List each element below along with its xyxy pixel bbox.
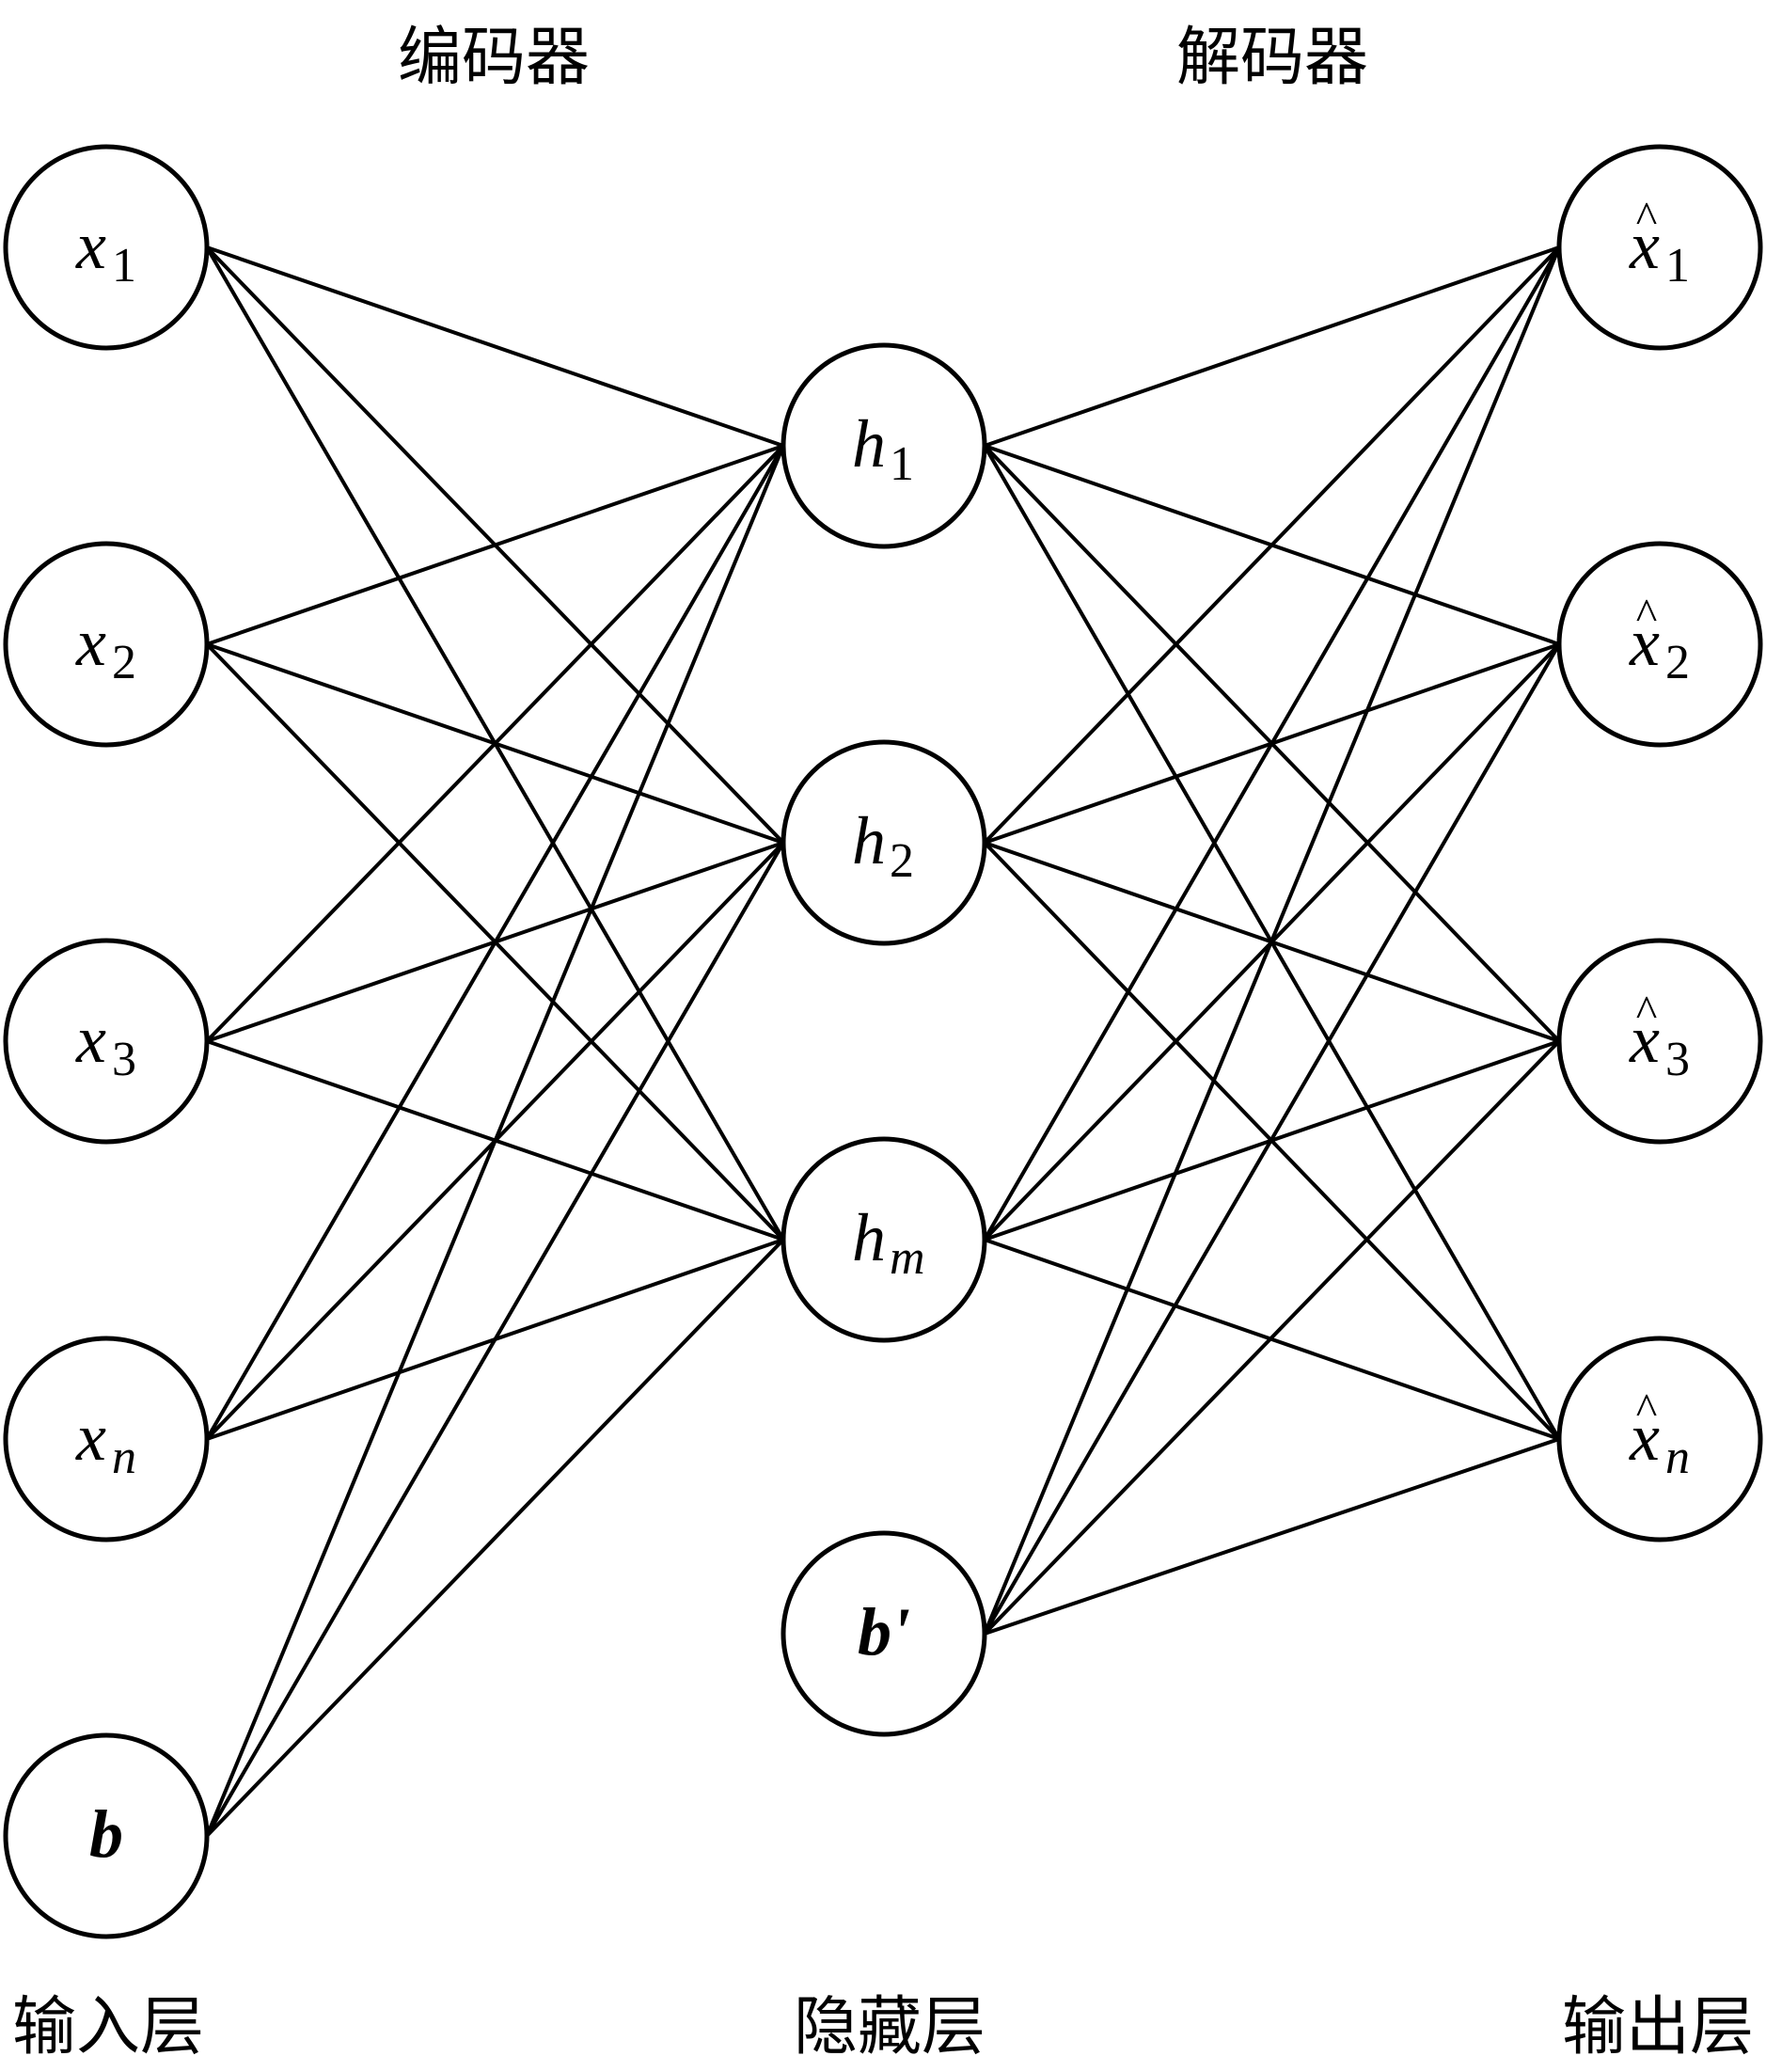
edge-h1-xhat1: [984, 245, 1560, 448]
edge-x1-h1: [206, 245, 784, 448]
node-circle: [781, 1530, 987, 1737]
node-circle: [3, 144, 210, 351]
node-circle: [781, 739, 987, 946]
edges-layer: [205, 245, 1561, 1838]
node-symbol: x: [1629, 208, 1660, 283]
hat-accent-icon: ^: [1636, 987, 1658, 1036]
edge-bprime-xhatn: [984, 1437, 1560, 1636]
edge-h2-xhat1: [983, 245, 1561, 845]
node-symbol: x: [75, 605, 106, 680]
edge-b-h2: [205, 841, 785, 1838]
node-subscript: n: [1665, 1431, 1690, 1484]
input-layer-label: 输入层: [12, 1990, 204, 2064]
node-circle: [1556, 1336, 1763, 1542]
node-symbol: b': [858, 1594, 910, 1669]
edge-bprime-xhat2: [983, 642, 1561, 1636]
hidden-layer-label: 隐藏层: [794, 1990, 985, 2064]
node-subscript: 1: [890, 437, 914, 491]
node-b: b: [3, 1732, 210, 1939]
node-circle: [1556, 938, 1763, 1145]
node-symbol: b: [89, 1796, 123, 1872]
edge-bprime-xhat1: [983, 246, 1561, 1635]
hat-accent-icon: ^: [1636, 193, 1658, 243]
decoder-title: 解码器: [1176, 21, 1368, 95]
node-subscript: 2: [1665, 636, 1690, 689]
edge-b-hm: [205, 1238, 785, 1838]
edge-x2-h1: [206, 444, 784, 646]
node-symbol: x: [1629, 1400, 1660, 1475]
node-symbol: x: [1629, 1002, 1660, 1077]
node-subscript: 1: [1665, 239, 1690, 293]
node-subscript: n: [112, 1431, 136, 1484]
output-layer-label: 输出层: [1562, 1990, 1754, 2064]
node-subscript: 3: [1665, 1033, 1690, 1086]
node-symbol: x: [75, 1002, 106, 1077]
node-symbol: x: [75, 208, 106, 283]
edge-bprime-xhat3: [983, 1039, 1561, 1636]
node-bprime: b': [781, 1530, 987, 1737]
edge-hm-xhat1: [983, 245, 1561, 1242]
node-circle: [781, 1136, 987, 1343]
edge-xn-h1: [205, 444, 785, 1441]
node-symbol: h: [852, 803, 886, 878]
node-circle: [3, 1336, 210, 1542]
edge-b-h1: [205, 445, 785, 1837]
node-symbol: x: [1629, 605, 1660, 680]
node-subscript: 1: [112, 239, 136, 293]
node-symbol: h: [852, 1200, 886, 1275]
node-symbol: x: [75, 1400, 106, 1475]
node-circle: [1556, 541, 1763, 748]
node-circle: [3, 1732, 210, 1939]
encoder-title: 编码器: [398, 21, 590, 95]
node-symbol: h: [852, 406, 886, 482]
node-circle: [1556, 144, 1763, 351]
node-subscript: m: [890, 1231, 925, 1285]
edge-x3-h1: [205, 444, 785, 1043]
node-circle: [3, 541, 210, 748]
hat-accent-icon: ^: [1636, 1384, 1658, 1434]
node-subscript: 3: [112, 1033, 136, 1086]
node-circle: [781, 342, 987, 549]
node-circle: [3, 938, 210, 1145]
hat-accent-icon: ^: [1636, 590, 1658, 640]
node-subscript: 2: [890, 834, 914, 888]
node-subscript: 2: [112, 636, 136, 689]
